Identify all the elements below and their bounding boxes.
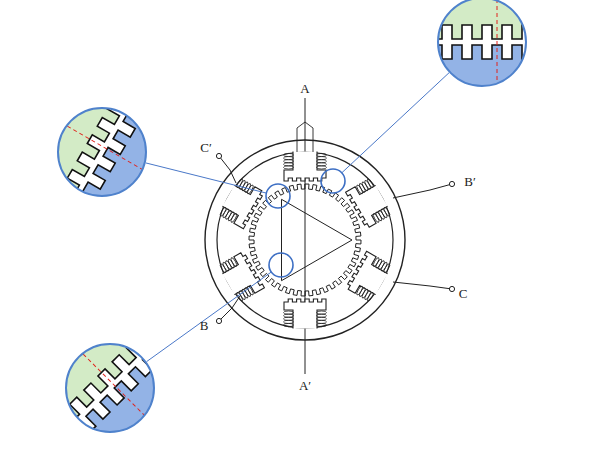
- terminal-dot: [216, 153, 221, 158]
- terminal-wire: [219, 296, 240, 321]
- axis-line-inner: [305, 184, 306, 296]
- terminal-label: C′: [200, 141, 212, 154]
- leader-line: [342, 73, 449, 173]
- terminal-dot: [449, 286, 454, 291]
- coil-turn: [372, 213, 380, 223]
- magnifier-rim: [66, 344, 154, 432]
- axis-line: [305, 98, 306, 374]
- magnifier-group: [20, 0, 542, 450]
- terminal-dot: [449, 181, 454, 186]
- pole-shoe: [284, 152, 326, 182]
- terminal-label: A′: [299, 379, 311, 392]
- stator-teeth-zoom: [422, 0, 542, 39]
- stator-inner-ring: [217, 152, 393, 328]
- zoom-spot: [321, 169, 345, 193]
- terminal-label: A: [300, 82, 309, 95]
- magnifier-local: [25, 303, 195, 450]
- coil-turn: [356, 184, 364, 194]
- leader-line: [146, 163, 267, 193]
- stator-pole: [284, 299, 327, 329]
- terminal-wire: [393, 184, 452, 198]
- magnifier-content: [25, 303, 195, 450]
- terminal-wire: [219, 156, 236, 183]
- coil-turn: [356, 285, 364, 295]
- coil-turn: [372, 257, 380, 267]
- coil-turn: [284, 311, 294, 314]
- motor-drawing: [205, 98, 455, 374]
- magnifier-local: [20, 70, 184, 234]
- magnifier-content: [422, 0, 542, 102]
- magnifier-rim: [58, 108, 146, 196]
- coil-turn: [230, 213, 238, 223]
- coil-lead: [297, 122, 305, 152]
- rotor-teeth-zoom: [70, 348, 195, 450]
- coil-turn: [317, 166, 327, 169]
- rotor-teeth-zoom: [75, 102, 184, 234]
- coil-lead: [305, 122, 313, 152]
- magnifier-local: [422, 0, 542, 102]
- terminal-dot: [216, 318, 221, 323]
- magnifier-rim: [438, 0, 526, 86]
- terminal-label: C: [459, 287, 468, 300]
- leader-line: [147, 272, 272, 362]
- zoom-spot: [269, 253, 293, 277]
- alignment-line: [497, 0, 498, 92]
- alignment-line: [61, 123, 148, 173]
- terminal-label: B′: [464, 175, 476, 188]
- terminal-label: B: [200, 319, 209, 332]
- zoom-spot: [266, 184, 290, 208]
- stator-outer-ring: [205, 140, 405, 340]
- coil-turn: [284, 166, 294, 169]
- alignment-line: [78, 349, 149, 420]
- stator-pole: [284, 152, 327, 182]
- pole-shoe: [284, 299, 326, 329]
- terminal-wire: [393, 282, 452, 289]
- coil-turn: [317, 311, 327, 314]
- magnifier-content: [20, 70, 184, 234]
- coil-turn: [230, 257, 238, 267]
- rotor-teeth: [249, 184, 361, 296]
